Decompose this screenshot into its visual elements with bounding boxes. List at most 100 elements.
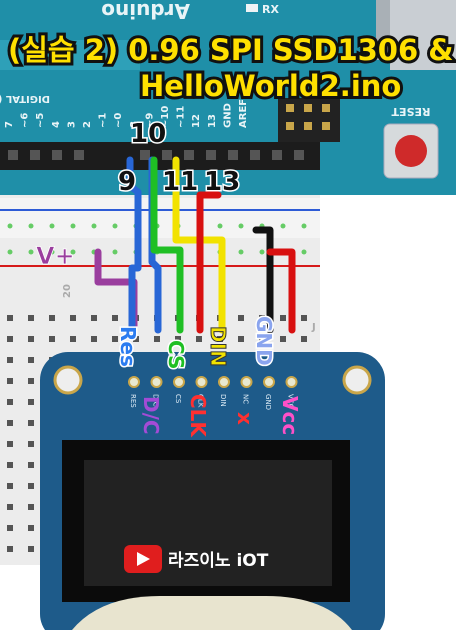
- bb-hole: [112, 315, 118, 321]
- header-pin: [206, 150, 216, 160]
- bb-hole: [28, 483, 34, 489]
- title-backdrop: [0, 40, 140, 70]
- bb-hole: [280, 315, 286, 321]
- oled-silk-label: DIN: [219, 394, 227, 407]
- wire-green-cs: [150, 156, 184, 334]
- pin-label: ~6: [20, 113, 31, 128]
- pin-label: GND: [222, 103, 233, 128]
- label-cs: CS: [164, 340, 188, 369]
- bb-hole: [7, 357, 13, 363]
- oled-silk-label: NC: [242, 394, 250, 404]
- bb-hole: [28, 399, 34, 405]
- pin-13-label: 13: [204, 167, 240, 197]
- icsp-pin: [286, 104, 294, 112]
- pin-number-labels: 10 9 11 13: [117, 118, 242, 199]
- wires: [94, 156, 296, 334]
- bb-hole: [91, 315, 97, 321]
- label-din: DIN: [206, 326, 230, 367]
- oled-pin: [240, 376, 253, 388]
- bb-hole: [280, 336, 286, 342]
- bb-hole: [28, 336, 34, 342]
- bb-hole: [70, 223, 76, 229]
- icsp-pin: [322, 104, 330, 112]
- header-pin: [228, 150, 238, 160]
- label-dc: D/C: [139, 396, 163, 435]
- bb-hole: [7, 525, 13, 531]
- bb-hole: [91, 223, 97, 229]
- rx-led: [246, 4, 258, 12]
- oled-pin: [285, 376, 298, 388]
- bb-hole: [196, 336, 202, 342]
- header-pin: [8, 150, 18, 160]
- reset-button[interactable]: [395, 135, 427, 167]
- mount-hole-left: [53, 365, 83, 395]
- label-nc: x: [233, 412, 257, 425]
- pin-label: ~11: [176, 106, 187, 128]
- oled-pin: [218, 376, 230, 388]
- wire-blue-res: [126, 156, 142, 334]
- label-vcc: Vcc: [278, 396, 302, 435]
- bb-hole: [70, 336, 76, 342]
- bb-hole: [175, 336, 181, 342]
- bb-hole: [70, 249, 76, 255]
- title: (실습 2) 0.96 SPI SSD1306 & HelloWorld2.in…: [5, 30, 456, 106]
- oled-silk-label: CS: [174, 394, 182, 404]
- bb-hole: [7, 504, 13, 510]
- bb-hole: [217, 223, 223, 229]
- bb-hole: [49, 336, 55, 342]
- icsp-pin: [304, 104, 312, 112]
- bb-hole: [49, 249, 55, 255]
- bb-hole: [7, 483, 13, 489]
- header-pin: [140, 150, 150, 160]
- header-pin: [52, 150, 62, 160]
- bb-hole: [7, 420, 13, 426]
- bb-hole: [301, 223, 307, 229]
- pin-label: 8: [129, 121, 140, 128]
- oled-silk-label: CLK: [197, 394, 205, 408]
- bb-hole: [301, 249, 307, 255]
- pin-10-label: 10: [130, 119, 166, 149]
- bb-hole: [259, 315, 265, 321]
- bb-hole: [238, 336, 244, 342]
- title-line-2: HelloWorld2.ino: [140, 69, 401, 103]
- wire-labels: Res CS DIN GND D/C CLK x Vcc: [115, 315, 303, 439]
- label-res: Res: [116, 326, 140, 367]
- bb-hole: [238, 315, 244, 321]
- pin-label: ~9: [144, 113, 155, 128]
- label-gnd: GND: [252, 316, 276, 366]
- wire-red-clk: [196, 191, 222, 334]
- row-j-label: J: [311, 322, 316, 333]
- channel-logo-text: 라즈이노 iOT: [168, 551, 269, 571]
- bb-hole: [238, 249, 244, 255]
- header-pin: [74, 150, 84, 160]
- oled-pin: [263, 376, 275, 388]
- oled-pin: [173, 376, 185, 388]
- pin-label: ~5: [35, 113, 46, 128]
- bb-hole: [301, 336, 307, 342]
- bb-hole: [7, 223, 13, 229]
- pin-label: 2: [82, 121, 93, 128]
- bb-hole: [238, 223, 244, 229]
- pin-label: AREF: [238, 99, 249, 128]
- bb-hole: [28, 420, 34, 426]
- bb-hole: [301, 315, 307, 321]
- header-pin: [250, 150, 260, 160]
- bb-hole: [28, 315, 34, 321]
- bb-hole: [154, 336, 160, 342]
- wire-red-vcc: [266, 248, 296, 334]
- pin-label: 4: [51, 121, 62, 128]
- bb-hole: [28, 546, 34, 552]
- play-icon: [137, 552, 150, 566]
- header-pin: [272, 150, 282, 160]
- bb-hole: [28, 357, 34, 363]
- pin-label: ~1: [98, 113, 109, 128]
- oled-pin: [150, 376, 163, 388]
- oled-silk-label: RES: [129, 394, 137, 408]
- bb-hole: [28, 504, 34, 510]
- oled-pin: [195, 376, 208, 388]
- vplus-label: V+: [36, 242, 75, 270]
- label-clk: CLK: [186, 394, 210, 438]
- bb-hole: [7, 378, 13, 384]
